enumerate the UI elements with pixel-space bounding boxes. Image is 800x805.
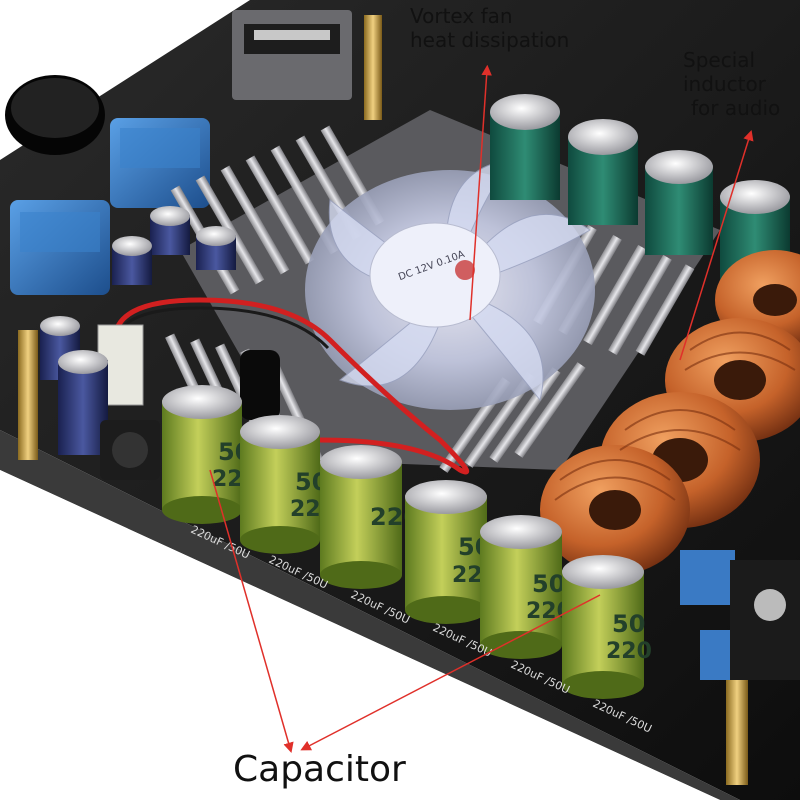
callout-inductor-line1: Special — [683, 48, 756, 72]
callout-inductor-line3: for audio — [691, 96, 781, 120]
capacitor-5: 50 220 — [480, 515, 572, 659]
small-capacitors — [40, 206, 236, 455]
film-capacitor-1 — [680, 550, 735, 605]
cap-value-top: 50 — [532, 570, 565, 598]
power-inductor — [100, 420, 160, 480]
capacitor-6: 50 220 — [562, 555, 652, 699]
potentiometer-1 — [110, 118, 210, 208]
vortex-fan: DC 12V 0.10A — [305, 159, 595, 410]
main-capacitors: 50 220 50 220 220 50 220 50 — [162, 385, 652, 699]
callout-fan-text: Vortex fan heat dissipation — [410, 4, 569, 52]
teal-capacitors — [490, 94, 790, 285]
usb-port — [232, 10, 352, 100]
capacitor-1: 50 220 — [162, 385, 258, 524]
capacitor-arrow-2 — [300, 594, 601, 751]
standoff-top — [364, 15, 382, 120]
callout-capacitor-text: Capacitor — [233, 749, 406, 790]
black-component — [240, 350, 280, 420]
callout-arrows — [209, 64, 754, 754]
capacitor-arrow-1 — [209, 469, 294, 754]
potentiometer-2 — [10, 200, 110, 295]
cap-value-top: 50 — [612, 610, 645, 638]
callout-fan-line2: heat dissipation — [410, 28, 570, 52]
toroidal-inductors — [540, 250, 800, 575]
cap-value-bottom: 220 — [606, 639, 652, 664]
fan-hub — [369, 222, 501, 328]
callout-inductor-text: Special inductor for audio — [683, 48, 780, 120]
capacitor-2: 50 220 — [240, 415, 336, 554]
inductor-arrow — [679, 129, 754, 361]
callout-inductor-line2: inductor — [683, 72, 766, 96]
standoff-left — [18, 330, 38, 460]
callout-fan-line1: Vortex fan — [410, 4, 513, 28]
fan-arrow — [469, 64, 492, 321]
fan-power-wire — [112, 297, 470, 475]
volume-knob — [5, 75, 105, 155]
